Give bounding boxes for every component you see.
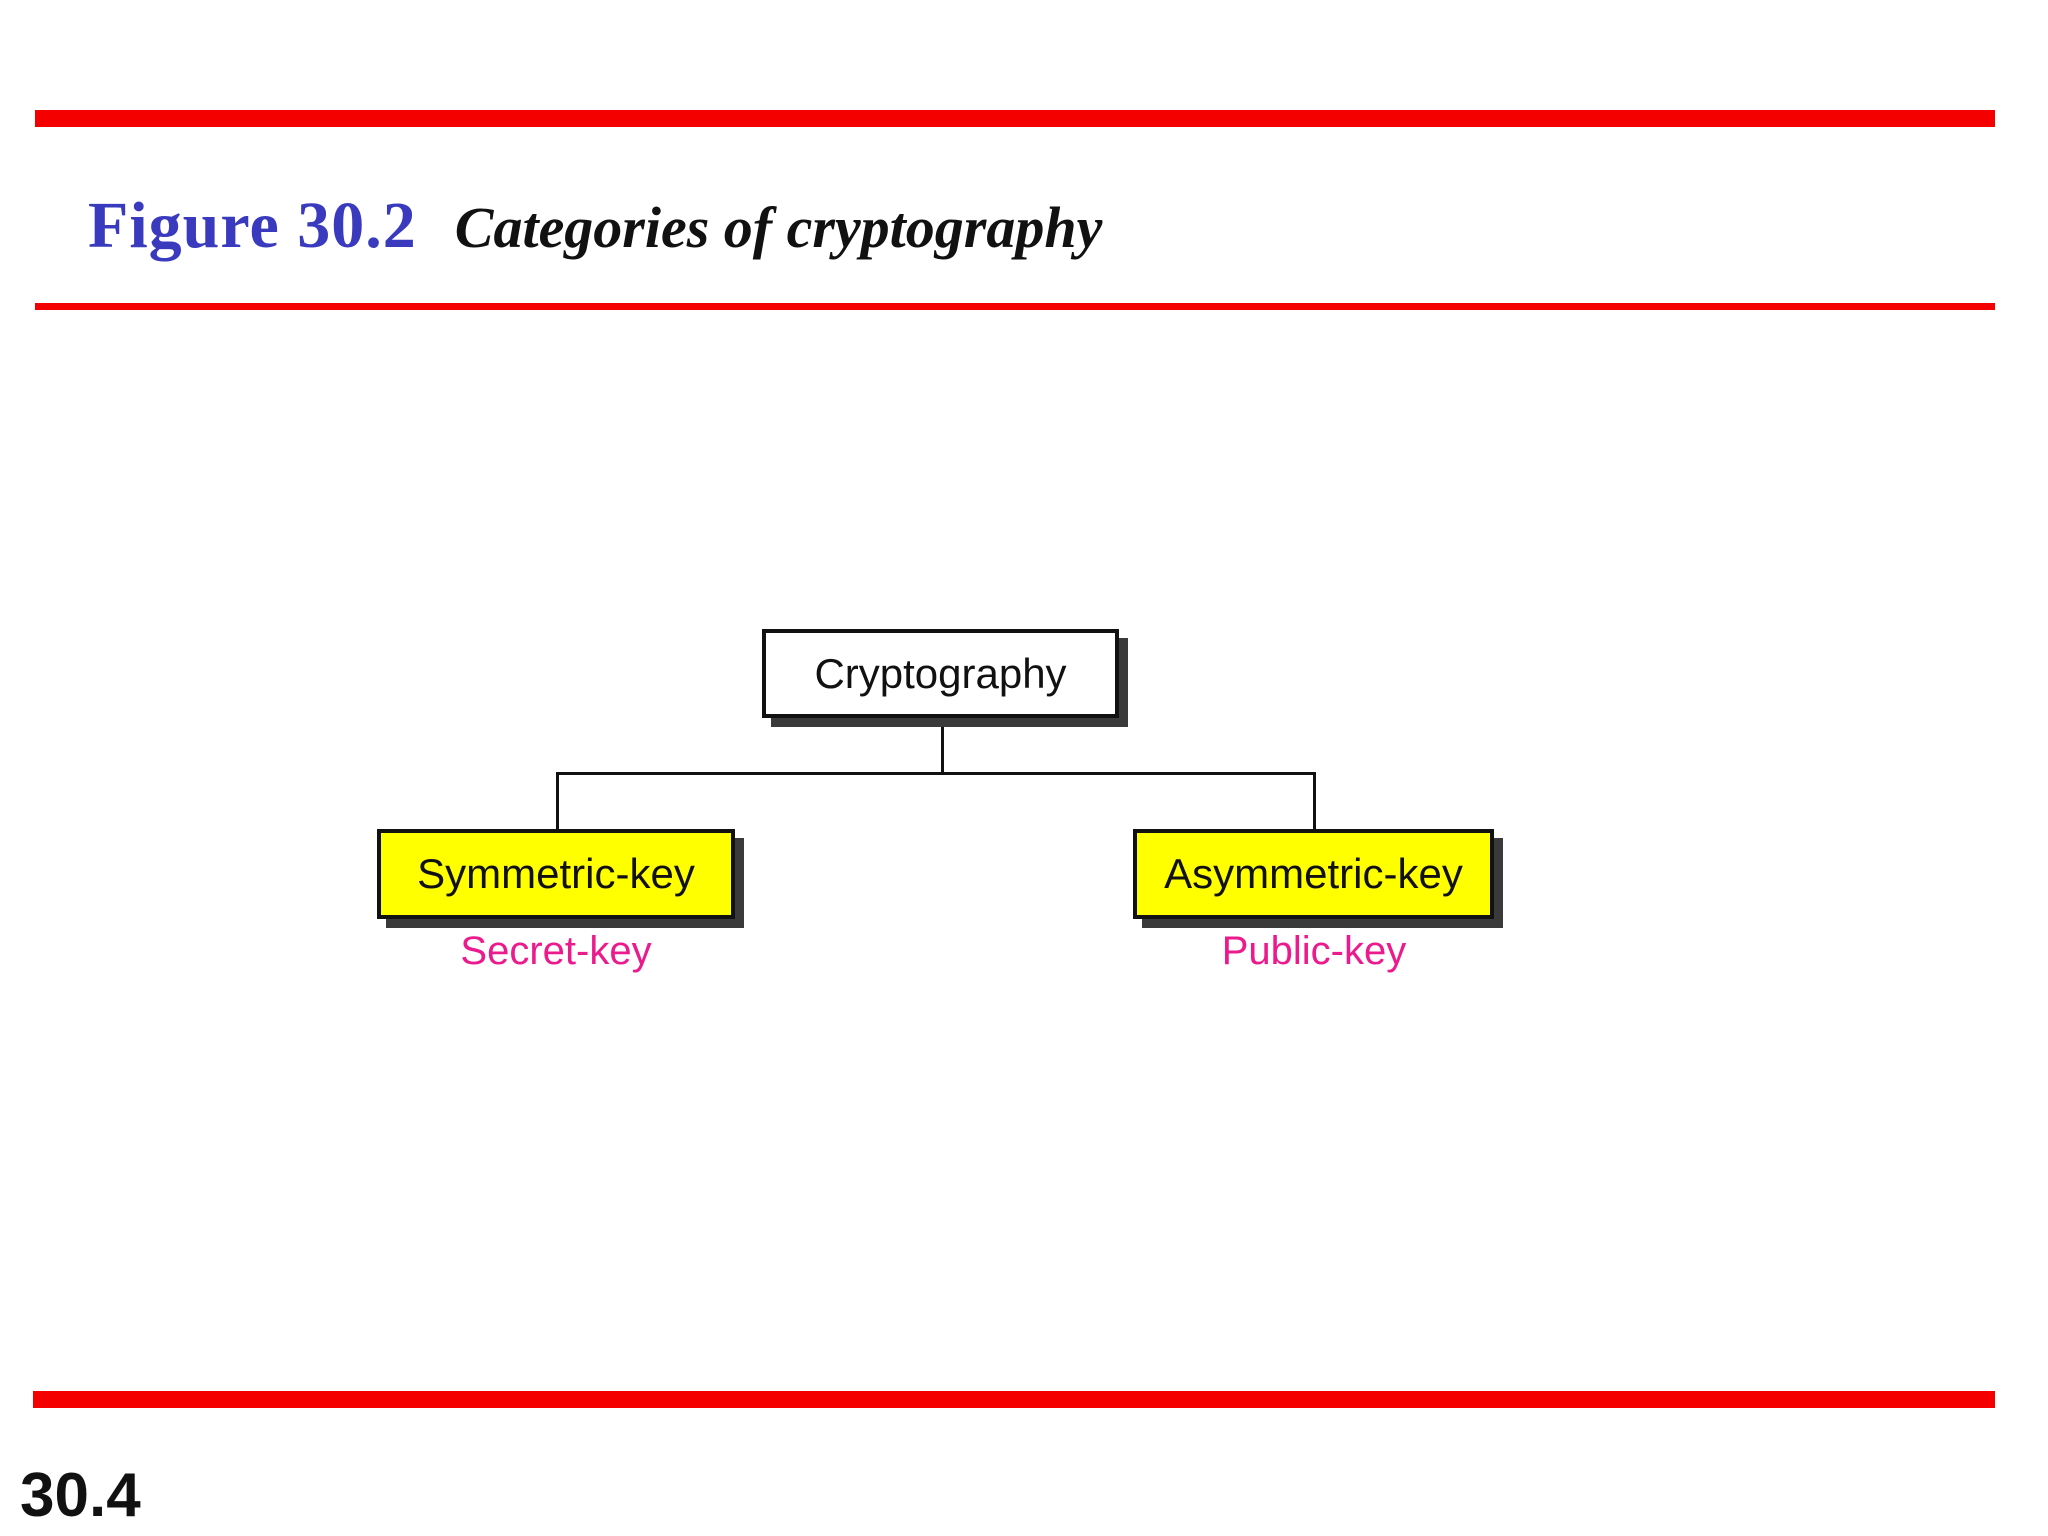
label-public-key: Public-key xyxy=(1221,929,1407,973)
figure-title: Categories of cryptography xyxy=(454,195,1103,260)
node-cryptography-label: Cryptography xyxy=(814,649,1067,697)
slide-title: Figure 30.2 Categories of cryptography xyxy=(88,188,1102,264)
top-red-bar xyxy=(35,110,1995,127)
connector-left-vertical xyxy=(556,772,559,831)
connector-horizontal xyxy=(556,772,1316,775)
connector-root-vertical xyxy=(941,717,944,774)
node-asymmetric-key-label: Asymmetric-key xyxy=(1164,850,1463,897)
node-asymmetric-key: Asymmetric-key xyxy=(1133,829,1494,919)
node-symmetric-key-label: Symmetric-key xyxy=(417,850,695,897)
figure-label: Figure 30.2 xyxy=(88,189,417,262)
connector-right-vertical xyxy=(1313,772,1316,831)
title-underline-rule xyxy=(35,303,1995,310)
node-symmetric-key: Symmetric-key xyxy=(377,829,735,919)
label-secret-key: Secret-key xyxy=(460,929,652,973)
bottom-red-bar xyxy=(33,1391,1995,1408)
node-cryptography: Cryptography xyxy=(762,629,1119,718)
page-number: 30.4 xyxy=(20,1461,141,1530)
